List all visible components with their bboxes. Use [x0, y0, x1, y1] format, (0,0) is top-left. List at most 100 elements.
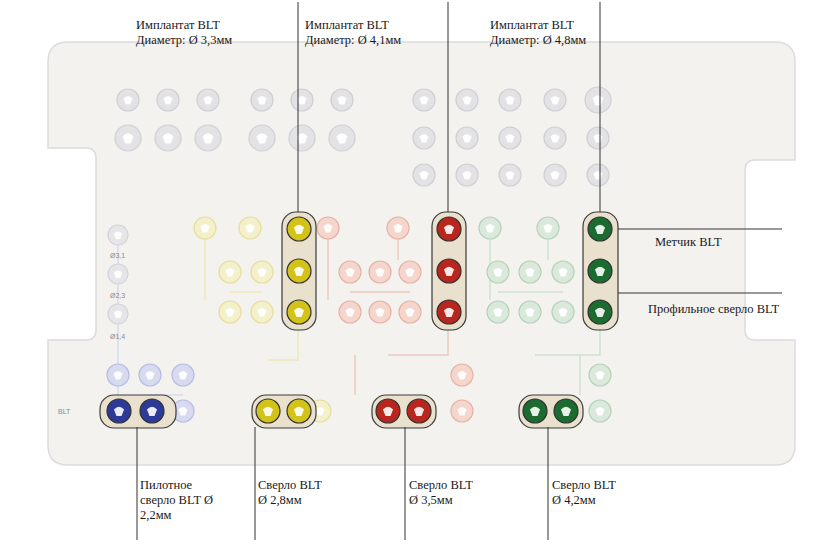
tool-icon [200, 224, 209, 233]
highlight-group [583, 212, 618, 330]
callout-label: Пилотное сверло BLT Ø 2,2мм [140, 478, 214, 523]
tool-icon [419, 134, 428, 143]
callout-label: Профильное сверло BLT [648, 302, 813, 317]
tool-icon [485, 224, 494, 233]
inactive-hole [369, 261, 391, 283]
tool-icon [525, 308, 534, 317]
tool-hole [376, 399, 400, 423]
empty-hole [544, 89, 566, 111]
tool-icon [245, 224, 254, 233]
inactive-hole [552, 261, 574, 283]
tool-icon [257, 308, 266, 317]
highlight-group [282, 212, 316, 330]
tool-hole [256, 399, 280, 423]
empty-hole [249, 125, 275, 151]
tool-hole [437, 259, 461, 283]
empty-hole [499, 164, 521, 186]
tool-icon [337, 133, 348, 143]
tool-icon [593, 134, 602, 143]
tool-icon [405, 268, 414, 277]
tool-icon [457, 371, 466, 380]
inactive-hole [589, 400, 611, 422]
tool-icon [393, 224, 402, 233]
tool-icon [444, 308, 454, 317]
tool-hole [588, 217, 612, 241]
tool-icon [375, 308, 384, 317]
empty-hole [413, 89, 435, 111]
tool-icon [593, 95, 604, 105]
tool-icon [595, 407, 604, 416]
tool-icon [595, 371, 604, 380]
tool-icon [462, 171, 471, 180]
callout-label: Имплантат BLT Диаметр: Ø 4,1мм [305, 18, 417, 48]
tool-icon [595, 225, 605, 234]
tool-icon [595, 308, 605, 317]
inactive-hole [537, 217, 559, 239]
callout-label: Сверло BLT Ø 4,2мм [552, 478, 620, 508]
tool-icon [294, 308, 304, 317]
inactive-hole [339, 301, 361, 323]
tool-icon [558, 308, 567, 317]
tool-icon [462, 96, 471, 105]
tool-icon [505, 134, 514, 143]
tool-icon [257, 133, 268, 143]
callout-label: Имплантат BLT Диаметр: Ø 3,3мм [136, 18, 248, 48]
inactive-hole [107, 364, 129, 386]
empty-hole [456, 127, 478, 149]
tool-icon [405, 308, 414, 317]
tool-icon [145, 371, 154, 380]
tool-icon [178, 371, 187, 380]
empty-hole [587, 127, 609, 149]
inactive-hole [239, 217, 261, 239]
tool-icon [543, 224, 552, 233]
tool-icon [203, 96, 212, 105]
highlight-group [372, 395, 436, 428]
empty-hole [587, 164, 609, 186]
tool-icon [257, 268, 266, 277]
tool-icon [263, 407, 273, 416]
tool-icon [114, 310, 122, 318]
callout-label: Сверло BLT Ø 2,8мм [258, 478, 326, 508]
inactive-hole [451, 364, 473, 386]
tool-icon [493, 308, 502, 317]
tool-hole [107, 399, 131, 423]
callout-label: Метчик BLT [655, 235, 785, 250]
flow-lines [118, 228, 600, 395]
tool-icon [505, 96, 514, 105]
inactive-hole [251, 301, 273, 323]
tool-icon [530, 407, 540, 416]
inactive-hole [387, 217, 409, 239]
tool-icon [178, 407, 187, 416]
tool-hole [437, 300, 461, 324]
inactive-hole [589, 364, 611, 386]
tool-hole [287, 259, 311, 283]
tool-icon [114, 270, 122, 278]
tool-icon [225, 308, 234, 317]
tool-holes [100, 87, 618, 428]
tool-icon [147, 407, 157, 416]
tool-icon [444, 225, 454, 234]
inactive-hole [139, 364, 161, 386]
empty-hole [155, 125, 181, 151]
empty-hole [413, 127, 435, 149]
inactive-hole [219, 261, 241, 283]
tray-marking: Ø1,4 [110, 333, 125, 341]
tool-icon [419, 171, 428, 180]
highlight-group [252, 395, 316, 428]
tool-hole [407, 399, 431, 423]
highlight-group [519, 395, 583, 428]
tool-icon [595, 267, 605, 276]
tool-icon [550, 134, 559, 143]
tool-hole [287, 300, 311, 324]
tray-marking: Ø2,3 [110, 292, 125, 300]
tool-icon [297, 96, 306, 105]
tool-icon [345, 268, 354, 277]
tool-hole [140, 399, 164, 423]
tool-icon [294, 267, 304, 276]
highlight-group [432, 212, 466, 330]
empty-hole [499, 127, 521, 149]
empty-hole [115, 125, 141, 151]
tool-icon [505, 171, 514, 180]
tool-icon [414, 407, 424, 416]
